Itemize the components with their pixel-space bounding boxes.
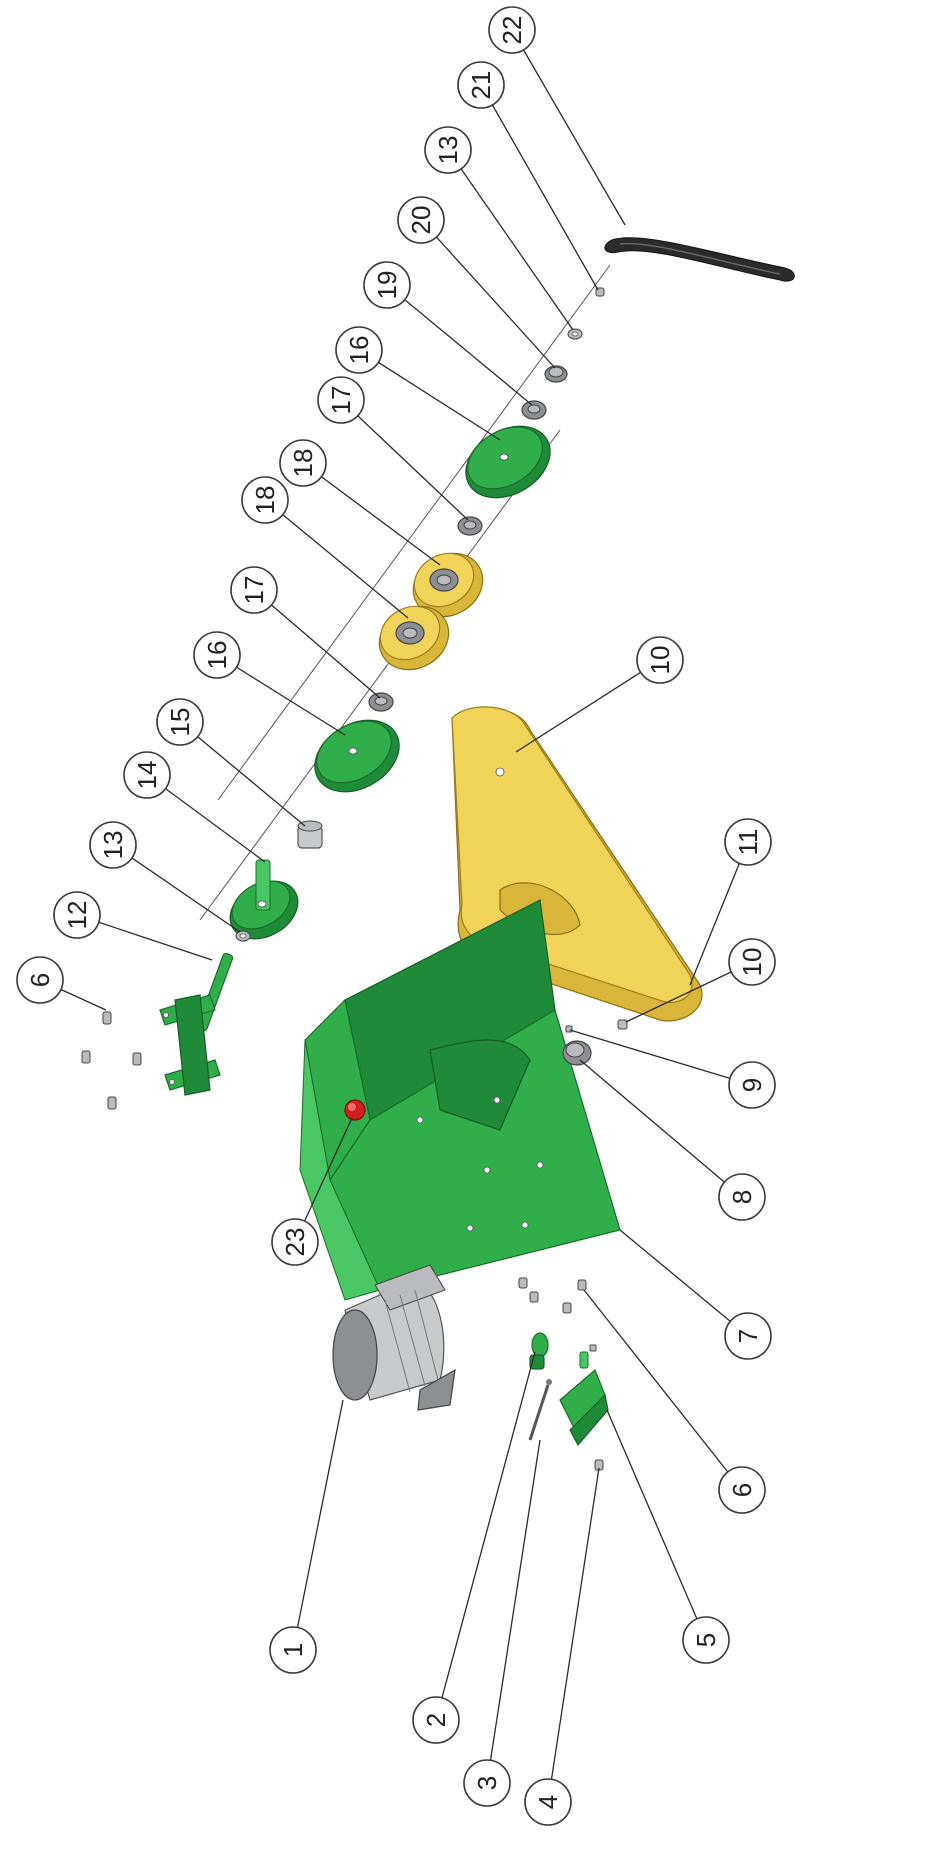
v-belt-part-22 — [604, 237, 795, 282]
svg-text:8: 8 — [727, 1190, 757, 1204]
svg-text:12: 12 — [62, 901, 92, 930]
svg-text:1: 1 — [278, 1643, 308, 1657]
svg-text:22: 22 — [497, 16, 527, 45]
callout-14: 14 — [123, 751, 171, 799]
svg-text:20: 20 — [406, 206, 436, 235]
svg-text:23: 23 — [280, 1228, 310, 1257]
svg-text:2: 2 — [421, 1713, 451, 1727]
callout-22: 22 — [488, 6, 536, 54]
bolts-part-6-upper — [81, 1011, 142, 1110]
callout-4: 4 — [524, 1778, 572, 1826]
callout-10-upper: 10 — [636, 636, 684, 684]
callout-23: 23 — [271, 1218, 319, 1266]
pulley-part-16-lower — [314, 719, 400, 793]
wheel-part-18-lower — [378, 605, 450, 671]
svg-text:21: 21 — [466, 71, 496, 100]
bolts-part-6-lower — [518, 1277, 587, 1314]
callout-1: 1 — [269, 1626, 317, 1674]
svg-text:9: 9 — [737, 1078, 767, 1092]
bushing-part-15 — [297, 820, 323, 849]
svg-text:4: 4 — [533, 1795, 563, 1809]
callout-20: 20 — [397, 196, 445, 244]
callout-9: 9 — [728, 1061, 776, 1109]
callout-7: 7 — [724, 1312, 772, 1360]
svg-text:5: 5 — [691, 1633, 721, 1647]
frame-part-7 — [299, 899, 621, 1301]
svg-text:13: 13 — [433, 136, 463, 165]
callout-17-upper: 17 — [317, 376, 365, 424]
bracket-part-5 — [559, 1344, 609, 1447]
callout-8: 8 — [718, 1173, 766, 1221]
svg-text:18: 18 — [288, 449, 318, 478]
svg-text:3: 3 — [472, 1776, 502, 1790]
callout-17-lower: 17 — [230, 566, 278, 614]
motor-pulley-part-8 — [562, 1040, 592, 1066]
svg-text:14: 14 — [132, 761, 162, 790]
rod-part-3 — [528, 1379, 552, 1441]
shaft-bracket-part-12 — [159, 952, 234, 1096]
callout-11: 11 — [724, 818, 772, 866]
screw-part-10-lower — [617, 1019, 628, 1030]
callout-13-lower: 13 — [89, 821, 137, 869]
svg-text:10: 10 — [645, 646, 675, 675]
pulley-part-14 — [229, 859, 299, 940]
washer-part-13-upper — [567, 328, 583, 340]
motor-part-1 — [332, 1264, 456, 1411]
callout-5: 5 — [682, 1616, 730, 1664]
svg-text:16: 16 — [202, 641, 232, 670]
svg-text:16: 16 — [344, 336, 374, 365]
bearing-part-17-upper — [457, 516, 483, 536]
set-screw-part-9 — [565, 1025, 573, 1033]
svg-text:6: 6 — [727, 1483, 757, 1497]
pulley-part-16-upper — [465, 425, 551, 499]
svg-text:17: 17 — [239, 576, 269, 605]
callout-12: 12 — [53, 891, 101, 939]
svg-text:19: 19 — [372, 271, 402, 300]
bearing-part-17-lower — [368, 692, 394, 712]
callout-2: 2 — [412, 1696, 460, 1744]
callout-19: 19 — [363, 261, 411, 309]
shaft-axis-line — [217, 264, 611, 801]
svg-text:6: 6 — [25, 973, 55, 987]
switch-part-23 — [344, 1099, 366, 1121]
callout-16-lower: 16 — [193, 631, 241, 679]
callout-6-lower: 6 — [718, 1466, 766, 1514]
callout-21: 21 — [457, 61, 505, 109]
svg-text:10: 10 — [737, 948, 767, 977]
callout-15: 15 — [156, 698, 204, 746]
svg-text:15: 15 — [165, 708, 195, 737]
nut-part-20 — [544, 365, 568, 383]
svg-text:18: 18 — [250, 486, 280, 515]
knob-part-2 — [529, 1332, 549, 1370]
svg-text:11: 11 — [733, 829, 763, 856]
svg-text:13: 13 — [98, 831, 128, 860]
callout-18-lower: 18 — [241, 476, 289, 524]
callout-3: 3 — [463, 1759, 511, 1807]
washer-part-13-lower — [235, 930, 251, 942]
bearing-part-19 — [521, 400, 547, 420]
callout-13-upper: 13 — [424, 126, 472, 174]
guard-axis-line — [199, 429, 561, 921]
callout-18-upper: 18 — [279, 439, 327, 487]
svg-text:7: 7 — [733, 1329, 763, 1343]
callout-16-upper: 16 — [335, 326, 383, 374]
svg-text:17: 17 — [326, 386, 356, 415]
callout-6-upper: 6 — [16, 956, 64, 1004]
callout-10-lower: 10 — [728, 938, 776, 986]
